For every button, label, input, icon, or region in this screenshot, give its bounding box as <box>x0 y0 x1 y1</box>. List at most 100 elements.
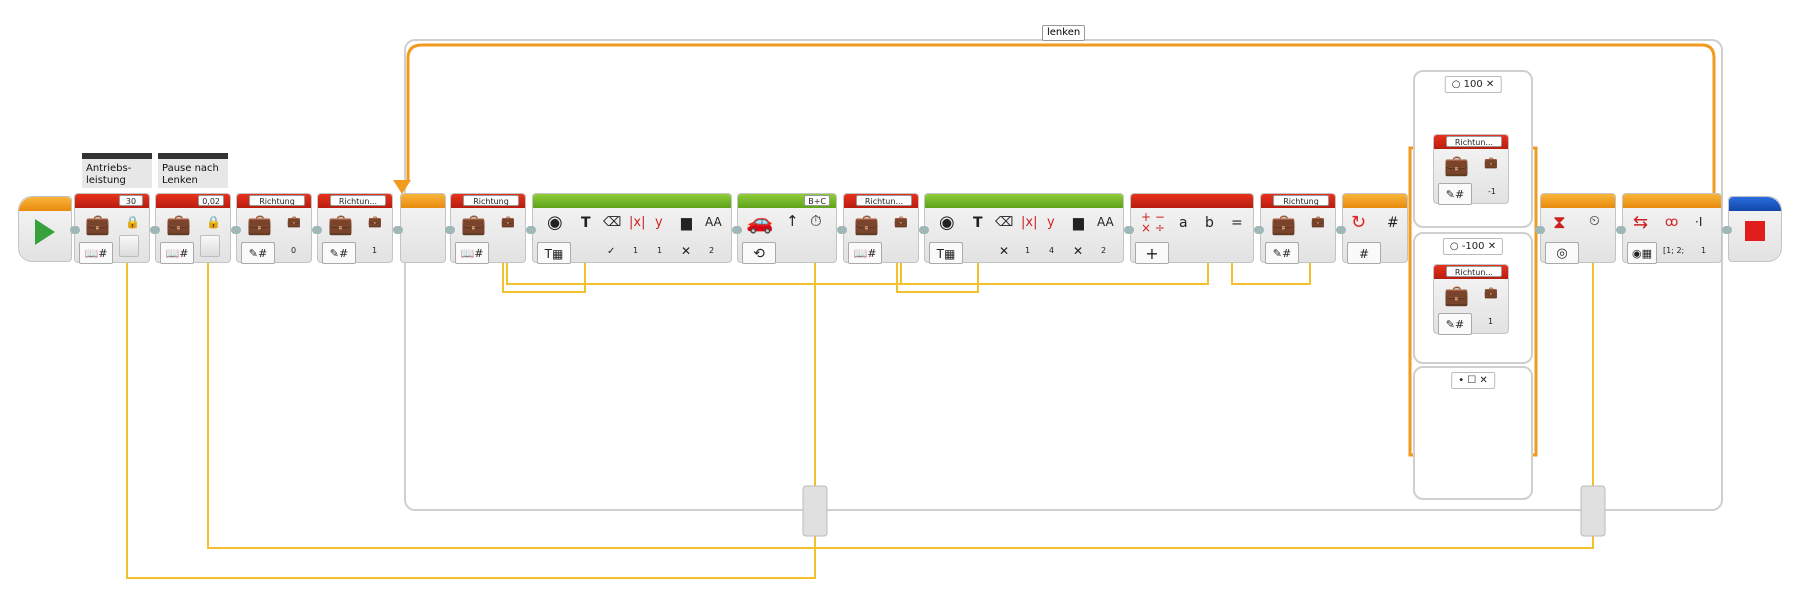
mode-selector[interactable]: ✎# <box>1438 183 1472 205</box>
sequence-connector <box>919 226 929 234</box>
variable-name[interactable]: 30 <box>119 195 143 206</box>
mode-selector[interactable]: # <box>1347 242 1381 264</box>
mode-selector-add[interactable]: + <box>1135 242 1169 264</box>
param-value[interactable]: 2 <box>709 246 715 255</box>
sensor-icon: ꝏ <box>1665 215 1679 230</box>
mode-selector[interactable]: T▦ <box>537 242 571 264</box>
port-selector[interactable]: B+C <box>804 195 830 206</box>
param-x[interactable]: ✕ <box>681 244 692 258</box>
mode-selector[interactable]: ◎ <box>1545 242 1579 264</box>
mode-selector[interactable]: ✎# <box>241 242 275 264</box>
array-value[interactable]: [1; 2; <box>1663 246 1685 255</box>
variable-block-richtung-1[interactable]: Richtung 💼 💼 ✎# 0 <box>236 193 312 264</box>
suitcase-small-icon: 💼 <box>894 215 908 228</box>
comment-pause-nach-lenken[interactable]: Pause nach Lenken <box>158 153 228 188</box>
switch-case-default[interactable]: • ☐ ✕ <box>1413 366 1533 500</box>
variable-block-richtung-2[interactable]: Richtun... 💼 💼 ✎# 1 <box>317 193 393 264</box>
font-size-icon: AA <box>705 215 722 229</box>
mode-selector[interactable]: ✎# <box>1438 313 1472 335</box>
switch-block[interactable]: ↻ # # <box>1342 193 1408 264</box>
mode-selector[interactable]: ◉▦ <box>1627 242 1657 264</box>
sequence-connector <box>312 226 322 234</box>
input-plug[interactable] <box>200 235 220 257</box>
mode-selector[interactable]: ⟲ <box>742 242 776 264</box>
comment-antriebsleistung[interactable]: Antriebs- leistung <box>82 153 152 188</box>
param-x[interactable]: ✕ <box>999 244 1010 258</box>
variable-name[interactable]: Richtung <box>463 195 519 206</box>
suitcase-small-icon: 💼 <box>1484 286 1498 299</box>
mode-selector[interactable]: 📖# <box>79 242 113 264</box>
variable-name[interactable]: Richtung <box>249 195 305 206</box>
sequence-connector <box>393 226 403 234</box>
variable-name[interactable]: 0,02 <box>198 195 224 206</box>
param-check[interactable]: ✓ <box>607 246 616 257</box>
param-value[interactable]: -1 <box>1488 187 1496 196</box>
param-value[interactable]: 4 <box>1049 246 1055 255</box>
suitcase-icon: 💼 <box>854 212 879 236</box>
variable-block-case-1[interactable]: Richtun... 💼 💼 ✎# -1 <box>1433 134 1509 205</box>
loop-label[interactable]: lenken <box>1042 25 1086 41</box>
suitcase-icon: 💼 <box>1444 153 1469 177</box>
variable-block-richtung-3[interactable]: Richtung 💼 💼 📖# <box>450 193 526 264</box>
variable-name[interactable]: Richtun... <box>856 195 912 206</box>
param-value[interactable]: 1 <box>372 246 378 255</box>
mode-selector[interactable]: 📖# <box>848 242 882 264</box>
param-value[interactable]: 1 <box>1488 317 1494 326</box>
variable-name[interactable]: Richtung <box>1273 195 1329 206</box>
stop-block[interactable] <box>1728 196 1782 262</box>
case-label[interactable]: • ☐ ✕ <box>1451 372 1495 389</box>
param-value[interactable]: 1 <box>657 246 663 255</box>
color-icon: ▆ <box>681 215 692 231</box>
math-block[interactable]: + −× ÷ a b = + <box>1130 193 1254 264</box>
sequence-connector <box>526 226 536 234</box>
loop-interrupt-icon: ⇆ <box>1633 212 1649 233</box>
param-value[interactable]: 1 <box>633 246 639 255</box>
text-icon: T <box>581 215 591 231</box>
case-value[interactable]: -100 <box>1461 241 1485 252</box>
switch-case-2[interactable]: ○ -100 ✕ Richtun... 💼 💼 ✎# 1 <box>1413 232 1533 364</box>
mode-selector[interactable]: 📖# <box>160 242 194 264</box>
start-block[interactable] <box>18 196 72 262</box>
mode-selector[interactable]: ✎# <box>322 242 356 264</box>
sequence-connector <box>732 226 742 234</box>
mode-selector[interactable]: T▦ <box>929 242 963 264</box>
input-plug[interactable] <box>119 235 139 257</box>
param-value[interactable]: 1 <box>1025 246 1031 255</box>
move-steering-block[interactable]: B+C 🚗 ↑ ⏱ ⟲ <box>737 193 837 264</box>
mode-selector[interactable]: 📖# <box>455 242 489 264</box>
index-icon: ·I <box>1695 215 1703 229</box>
lock-icon: 🔒 <box>125 215 140 229</box>
wait-block[interactable]: ⧗ ⏲ ◎ <box>1540 193 1616 264</box>
suitcase-icon: 💼 <box>328 212 353 236</box>
param-value[interactable]: 2 <box>1101 246 1107 255</box>
param-x[interactable]: ✕ <box>1073 244 1084 258</box>
array-index[interactable]: 1 <box>1701 246 1707 255</box>
array-operations-block[interactable]: ⇆ ꝏ ·I ◉▦ [1; 2; 1 <box>1622 193 1722 264</box>
mode-selector[interactable]: ✎# <box>1265 242 1299 264</box>
variable-name[interactable]: Richtun... <box>1446 266 1502 277</box>
variable-block-richtung-4[interactable]: Richtun... 💼 💼 📖# <box>843 193 919 264</box>
play-icon <box>35 219 55 245</box>
variable-block-antrieb[interactable]: 30 💼 🔒 📖# <box>74 193 150 264</box>
sequence-connector <box>1336 226 1346 234</box>
variable-block-pause[interactable]: 0,02 💼 🔒 📖# <box>155 193 231 264</box>
suitcase-icon: 💼 <box>85 212 110 236</box>
case-value[interactable]: 100 <box>1463 79 1483 90</box>
x-position-icon: |x| <box>629 215 646 230</box>
variable-block-case-2[interactable]: Richtun... 💼 💼 ✎# 1 <box>1433 264 1509 335</box>
suitcase-small-icon: 💼 <box>1484 156 1498 169</box>
case-label[interactable]: ○ -100 ✕ <box>1442 238 1504 255</box>
input-b-label: b <box>1205 215 1214 231</box>
variable-block-richtung-5[interactable]: Richtung 💼 💼 ✎# <box>1260 193 1336 264</box>
switch-case-1[interactable]: ○ 100 ✕ Richtun... 💼 💼 ✎# -1 <box>1413 70 1533 228</box>
loop-start[interactable] <box>393 180 446 263</box>
param-value[interactable]: 0 <box>291 246 297 255</box>
sequence-connector <box>445 226 455 234</box>
variable-name[interactable]: Richtun... <box>1446 136 1502 147</box>
case-label[interactable]: ○ 100 ✕ <box>1444 76 1502 93</box>
result-label: = <box>1231 215 1243 231</box>
display-text-block-1[interactable]: ◉ T ⌫ |x| y ▆ AA T▦ ✓ 1 1 ✕ 2 <box>532 193 732 264</box>
display-text-block-2[interactable]: ◉ T ⌫ |x| y ▆ AA T▦ ✕ 1 4 ✕ 2 <box>924 193 1124 264</box>
variable-name[interactable]: Richtun... <box>330 195 386 206</box>
